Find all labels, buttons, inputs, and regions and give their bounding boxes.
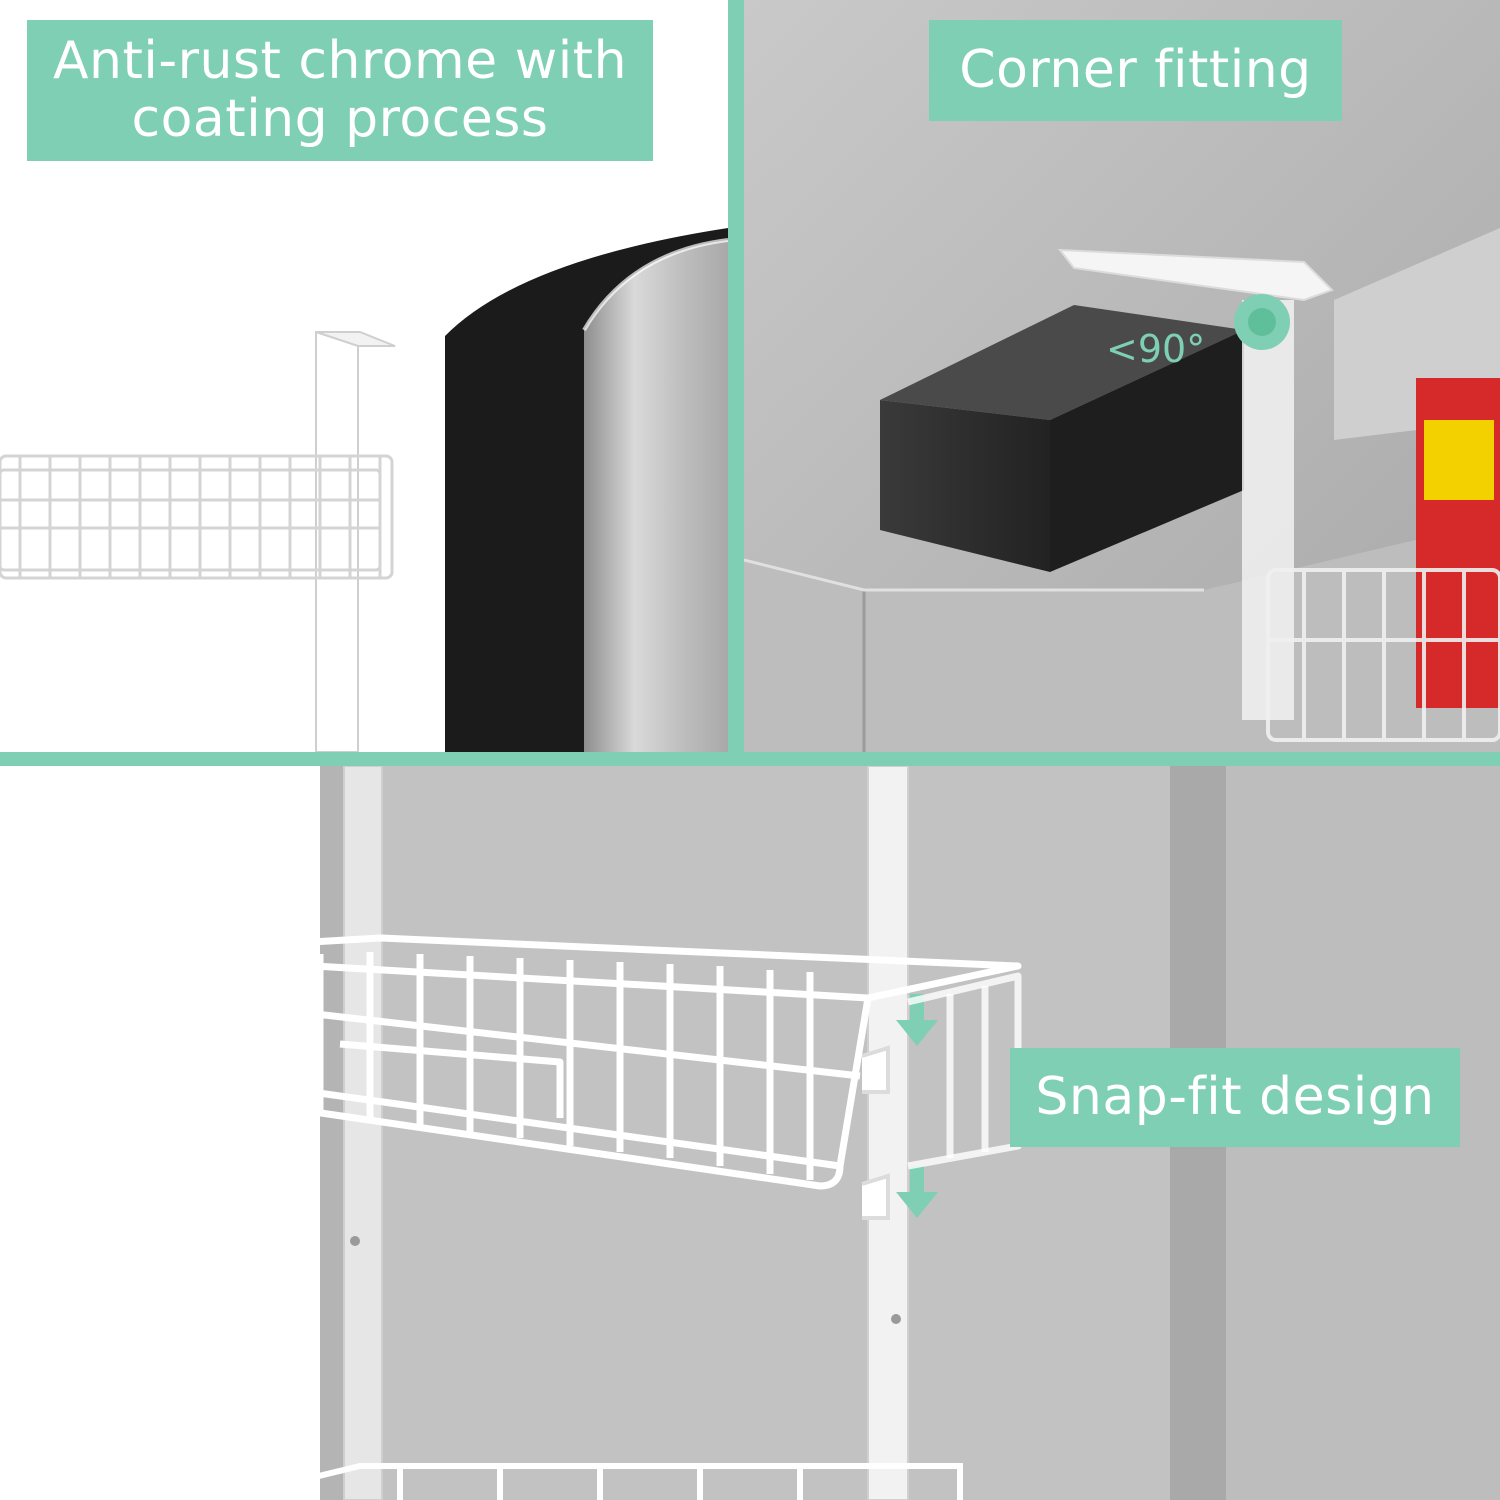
wire-basket bbox=[0, 454, 394, 580]
coating-label: Anti-rust chrome with coating process bbox=[27, 20, 653, 161]
corner-block bbox=[880, 305, 1244, 572]
corner-bracket bbox=[1057, 248, 1334, 302]
corner-wire-basket bbox=[1266, 568, 1500, 742]
corner-panel: <90° Corner fitting bbox=[744, 0, 1500, 752]
snap-label: Snap-fit design bbox=[1010, 1048, 1460, 1147]
left-rail bbox=[343, 766, 383, 1500]
snap-hook bbox=[861, 1045, 890, 1094]
steel-core-layer bbox=[584, 240, 728, 752]
snap-panel: Snap-fit design bbox=[0, 766, 1500, 1500]
corner-label: Corner fitting bbox=[929, 20, 1342, 121]
lower-wire-basket bbox=[219, 1463, 963, 1500]
corner-illustration: <90° bbox=[744, 0, 1500, 752]
angle-label: <90° bbox=[1106, 327, 1205, 371]
snap-wire-basket bbox=[102, 934, 1022, 1190]
hanging-bracket bbox=[315, 331, 359, 752]
coating-panel: Anti-rust chrome with coating process bbox=[0, 0, 728, 752]
right-rail bbox=[867, 766, 909, 1500]
snap-illustration bbox=[102, 766, 1500, 1500]
coating-illustration bbox=[0, 228, 728, 752]
cabinet-surface bbox=[744, 520, 1500, 752]
